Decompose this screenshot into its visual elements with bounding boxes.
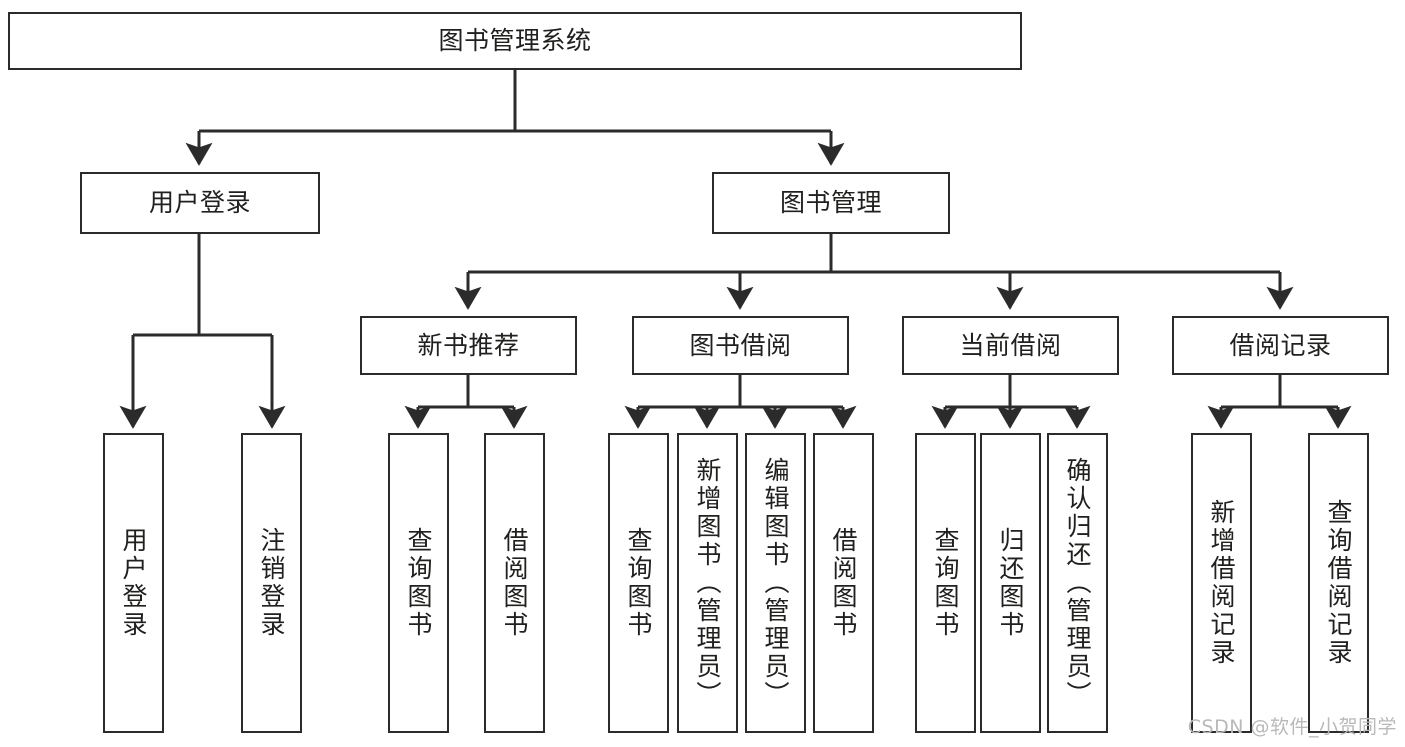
node-leaf-logout-login[interactable]: 注销登录 — [241, 433, 302, 733]
node-leaf-borrow-book-1[interactable]: 借阅图书 — [484, 433, 545, 733]
node-leaf-query-book-1[interactable]: 查询图书 — [388, 433, 449, 733]
node-leaf-return-book[interactable]: 归还图书 — [980, 433, 1041, 733]
node-leaf-user-login[interactable]: 用户登录 — [103, 433, 164, 733]
node-label: 图书管理系统 — [438, 26, 592, 55]
node-leaf-query-book-3[interactable]: 查询图书 — [915, 433, 976, 733]
node-label: 用户登录 — [148, 188, 251, 217]
node-label: 借阅图书 — [500, 527, 529, 639]
node-root-book-management-system[interactable]: 图书管理系统 — [8, 12, 1022, 70]
node-label: 查询图书 — [624, 527, 653, 639]
node-book-manage[interactable]: 图书管理 — [712, 172, 950, 234]
node-label: 图书借阅 — [689, 330, 792, 360]
node-leaf-query-record[interactable]: 查询借阅记录 — [1308, 433, 1369, 733]
node-current-borrow[interactable]: 当前借阅 — [902, 316, 1119, 375]
node-label: 查询图书 — [404, 527, 433, 639]
watermark-text: CSDN @软件_小贺同学 — [1187, 716, 1397, 738]
node-leaf-add-book[interactable]: 新增图书（管理员） — [677, 433, 738, 733]
node-label: 确认归还（管理员） — [1063, 457, 1092, 709]
node-book-borrow[interactable]: 图书借阅 — [632, 316, 849, 375]
node-label: 编辑图书（管理员） — [761, 457, 790, 709]
node-leaf-add-record[interactable]: 新增借阅记录 — [1191, 433, 1252, 733]
node-label: 图书管理 — [779, 188, 882, 217]
node-label: 查询图书 — [931, 527, 960, 639]
node-label: 新增图书（管理员） — [693, 457, 722, 709]
node-label: 查询借阅记录 — [1324, 499, 1353, 667]
node-leaf-query-book-2[interactable]: 查询图书 — [608, 433, 669, 733]
node-label: 当前借阅 — [959, 330, 1062, 360]
node-label: 借阅图书 — [829, 527, 858, 639]
node-user-login[interactable]: 用户登录 — [80, 172, 320, 234]
node-label: 归还图书 — [996, 527, 1025, 639]
node-label: 借阅记录 — [1229, 330, 1332, 360]
node-leaf-borrow-book-2[interactable]: 借阅图书 — [813, 433, 874, 733]
node-label: 注销登录 — [257, 527, 286, 639]
node-leaf-confirm-return[interactable]: 确认归还（管理员） — [1047, 433, 1108, 733]
node-label: 新书推荐 — [417, 330, 520, 360]
node-label: 新增借阅记录 — [1207, 499, 1236, 667]
node-leaf-edit-book[interactable]: 编辑图书（管理员） — [745, 433, 806, 733]
node-label: 用户登录 — [119, 527, 148, 639]
node-borrow-record[interactable]: 借阅记录 — [1172, 316, 1389, 375]
node-new-book-recommend[interactable]: 新书推荐 — [360, 316, 577, 375]
